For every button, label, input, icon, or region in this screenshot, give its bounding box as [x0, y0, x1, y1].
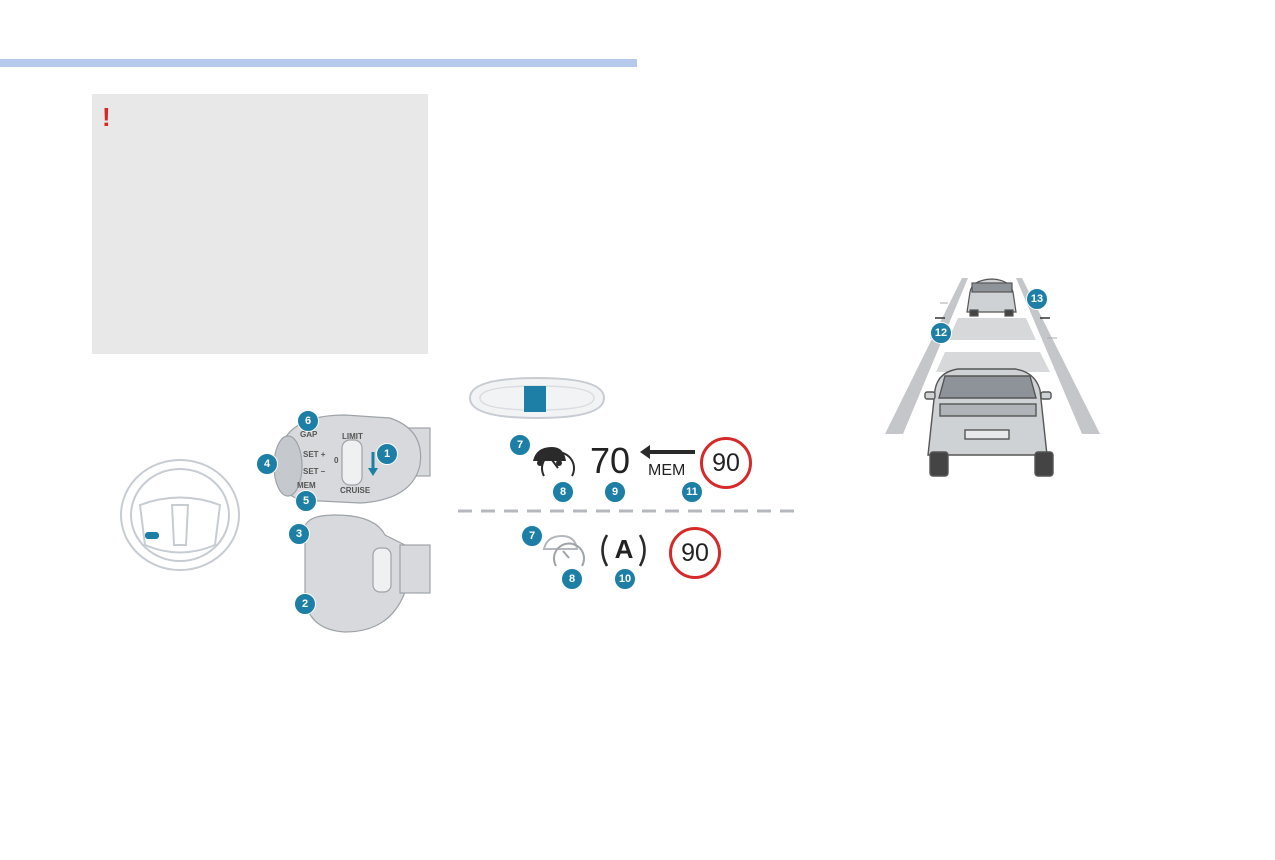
set-minus-label: SET – [303, 467, 326, 476]
callout-8-top: 8 [552, 481, 574, 503]
lower-stalk-thumbwheel [372, 547, 392, 593]
speedometer-icon [541, 451, 575, 477]
left-lane-line [885, 278, 968, 434]
speedometer-outline-icon [553, 542, 585, 567]
gap-band-far [948, 318, 1036, 340]
speed-limit-sign-top: 90 [700, 437, 752, 489]
gap-band-mid [936, 352, 1050, 372]
car-own [924, 368, 1054, 477]
auto-mode-label: A [614, 534, 634, 564]
car-ahead [966, 278, 1017, 317]
callout-11: 11 [681, 481, 703, 503]
lower-stalk-arm [399, 544, 431, 594]
callout-13: 13 [1026, 288, 1048, 310]
callout-5: 5 [295, 490, 317, 512]
gap-label: GAP [300, 430, 318, 439]
header-accent-bar [0, 59, 637, 67]
set-speed: 70 [590, 440, 631, 481]
warning-box: ! [92, 94, 428, 354]
cruise-label: CRUISE [340, 486, 371, 495]
callout-9: 9 [604, 481, 626, 503]
callout-2: 2 [294, 593, 316, 615]
callout-3: 3 [288, 523, 310, 545]
exclamation-icon: ! [102, 102, 111, 132]
mem-label: MEM [297, 481, 316, 490]
callout-8-bottom: 8 [561, 568, 583, 590]
callout-12: 12 [930, 322, 952, 344]
auto-mode-icon [601, 534, 646, 567]
callout-7-bottom: 7 [521, 525, 543, 547]
callout-1: 1 [376, 443, 398, 465]
speed-limit-sign-bottom: 90 [669, 527, 721, 579]
callout-6: 6 [297, 410, 319, 432]
callout-10: 10 [614, 568, 636, 590]
steering-wheel [120, 459, 240, 571]
limit-label: LIMIT [342, 432, 363, 441]
set-plus-label: SET + [303, 450, 326, 459]
callout-4: 4 [256, 453, 278, 475]
zero-label: 0 [334, 456, 339, 465]
mem-display-label: MEM [648, 462, 686, 479]
stalk-thumbwheel [341, 439, 363, 486]
right-lane-line [1016, 278, 1100, 434]
stalk-highlight-icon [145, 532, 159, 539]
callout-7-top: 7 [509, 434, 531, 456]
display-zone-highlight [524, 386, 546, 412]
